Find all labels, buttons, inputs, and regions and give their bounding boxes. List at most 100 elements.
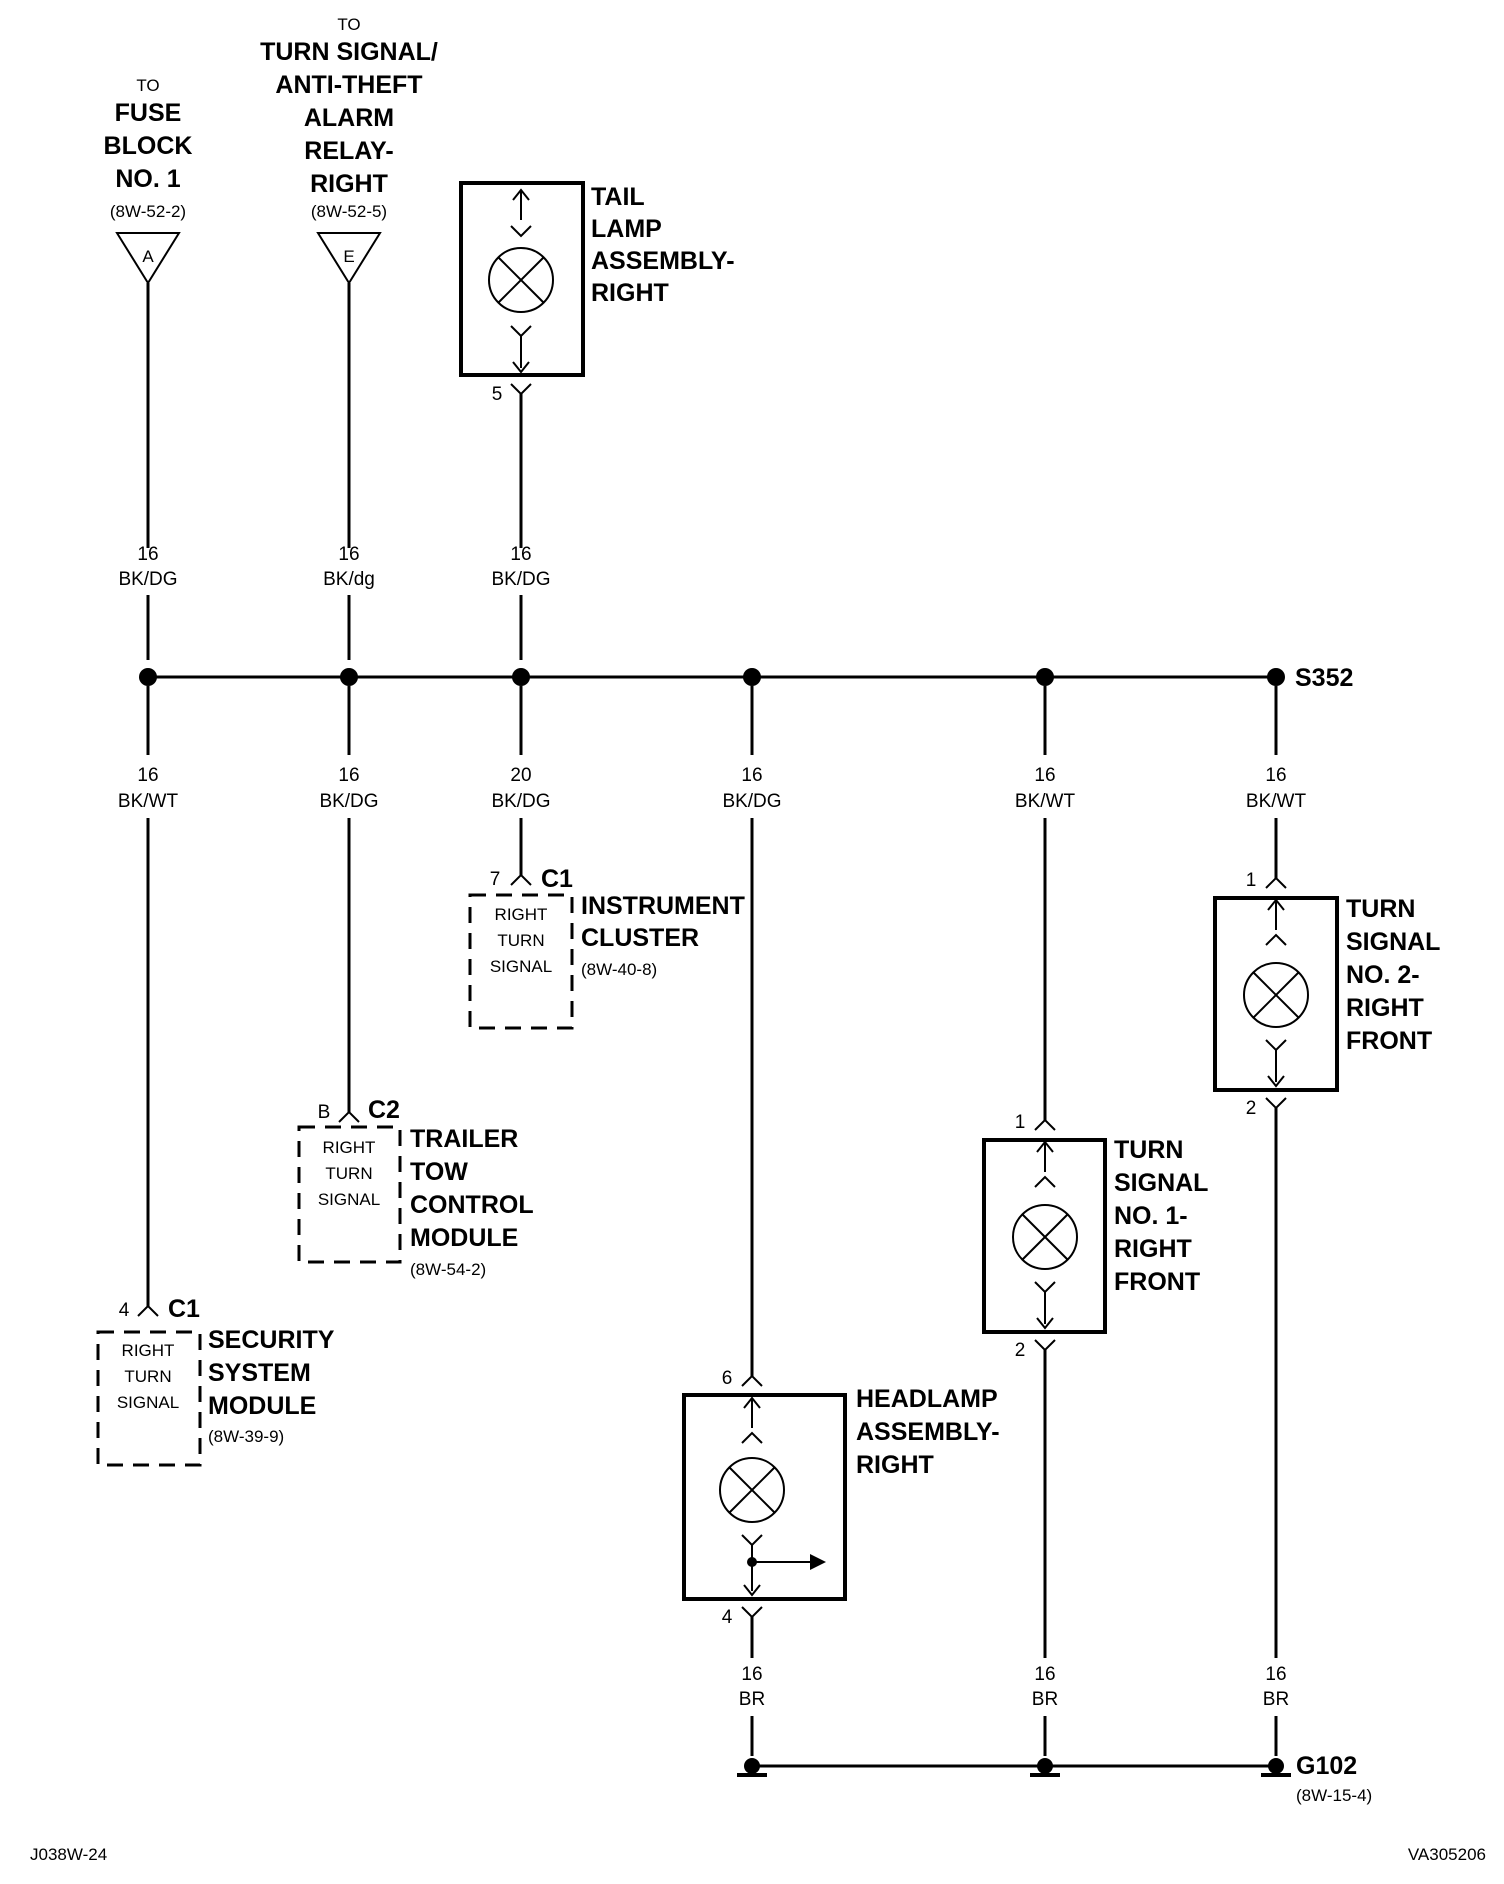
ground-node [1037,1758,1053,1774]
cluster-name-1: INSTRUMENT [581,892,745,920]
ground-wire-color-1: BR [739,1689,765,1710]
headlamp-switch-arrow [810,1554,826,1570]
trailer-ref: (8W-54-2) [410,1260,486,1279]
ts2-name-5: FRONT [1346,1027,1432,1055]
tail-lamp-pin: 5 [492,384,503,405]
ts1-arrow-low [1036,1317,1054,1330]
splice-s352: S352 [139,664,1353,692]
ts1-name-3: NO. 1- [1114,1202,1188,1230]
feed-a-to: TO [136,76,159,95]
feed-e-name-4: RELAY- [304,137,393,165]
feed-a-ref: (8W-52-2) [110,202,186,221]
ground-label: G102 [1296,1752,1357,1780]
turn-signal-1-assembly: 1 2 TURN SIGNAL NO. 1- RIGHT FRONT [982,1112,1208,1666]
ts1-name-1: TURN [1114,1136,1183,1164]
splice-node [512,668,530,686]
fuse-block-feed: TO FUSE BLOCK NO. 1 (8W-52-2) A [104,76,193,548]
bulb-x [497,256,545,304]
lower-wire-color-1: BK/WT [118,791,179,812]
ground-wire-gauge-3: 16 [1265,1664,1286,1685]
ts1-bulb-icon [1012,1204,1078,1270]
label-mask [1249,1658,1303,1714]
turn-signal-2-assembly: 1 2 TURN SIGNAL NO. 2- RIGHT FRONT [1213,870,1440,1666]
trailer-tow-control-module: B C2 RIGHT TURN SIGNAL TRAILER TOW CONTR… [297,1096,534,1279]
ts1-pin-bottom: 2 [1015,1340,1026,1361]
tail-lamp-name-4: RIGHT [591,279,669,307]
lower-wire-color-5: BK/WT [1015,791,1076,812]
tail-lamp-chevron-low [510,325,532,338]
headlamp-name-1: HEADLAMP [856,1385,998,1413]
ts2-pin-top-chevron [1265,876,1287,889]
ts2-pin-top: 1 [1246,870,1257,891]
headlamp-pin-bottom: 4 [722,1607,733,1628]
ts1-pin-bottom-chevron [1034,1339,1056,1352]
bulb-x [728,1466,776,1514]
trailer-name-2: TOW [410,1158,468,1186]
ts1-name-5: FRONT [1114,1268,1200,1296]
cluster-pin-chevron [510,873,532,886]
ts2-arrow-low [1267,1075,1285,1088]
lower-wire-color-6: BK/WT [1246,791,1307,812]
tail-lamp-name-1: TAIL [591,183,645,211]
cluster-connector: C1 [541,865,573,893]
instrument-cluster-module: 7 C1 RIGHT TURN SIGNAL INSTRUMENT CLUSTE… [468,865,745,1030]
splice-node [1036,668,1054,686]
splice-node [340,668,358,686]
headlamp-chevron-top [741,1431,763,1444]
upper-wire-color-2: BK/dg [323,569,375,590]
connector-a-triangle [115,232,181,285]
ground-wire-gauge-2: 16 [1034,1664,1055,1685]
label-mask [1018,1658,1072,1714]
ts2-pin-bottom-chevron [1265,1097,1287,1110]
feed-a-name-2: BLOCK [104,132,193,160]
cluster-ref: (8W-40-8) [581,960,657,979]
turn-signal-relay-feed: TO TURN SIGNAL/ ANTI-THEFT ALARM RELAY- … [260,15,438,548]
cluster-pin: 7 [490,869,501,890]
ts2-name-4: RIGHT [1346,994,1424,1022]
headlamp-bulb-icon [719,1457,785,1523]
ts2-name-3: NO. 2- [1346,961,1420,989]
upper-wire-color-3: BK/DG [491,569,550,590]
connector-e-triangle [316,232,382,285]
tail-lamp-box [459,181,585,377]
splice-node [743,668,761,686]
ts2-chevron-top [1265,933,1287,946]
ts2-chevron-low [1265,1039,1287,1052]
lower-wire-gauge-1: 16 [137,765,158,786]
splice-label: S352 [1295,664,1353,692]
lower-wire-color-3: BK/DG [491,791,550,812]
label-mask [725,1658,779,1714]
bulb-x [1252,971,1300,1019]
trailer-name-3: CONTROL [410,1191,534,1219]
headlamp-assembly: 6 4 HEADLAMP ASSEMBLY- RIGHT [682,1368,1000,1666]
security-connector: C1 [168,1295,200,1323]
security-dashed-box [96,1330,202,1467]
feed-e-name-5: RIGHT [310,170,388,198]
ground-wire-gauge-1: 16 [741,1664,762,1685]
feed-e-ref: (8W-52-5) [311,202,387,221]
trailer-inner-2: TURN [325,1164,372,1183]
trailer-name-4: MODULE [410,1224,518,1252]
ts1-pin-top-chevron [1034,1118,1056,1131]
ground-ref: (8W-15-4) [1296,1786,1372,1805]
ts2-name-1: TURN [1346,895,1415,923]
ground-wire-color-3: BR [1263,1689,1289,1710]
ts2-pin-bottom: 2 [1246,1098,1257,1119]
security-system-module: 4 C1 RIGHT TURN SIGNAL SECURITY SYSTEM M… [96,1295,335,1467]
ts1-name-4: RIGHT [1114,1235,1192,1263]
connector-e-label: E [343,247,354,266]
tail-lamp-bulb-icon [488,247,554,313]
ts1-name-2: SIGNAL [1114,1169,1208,1197]
ts1-box [982,1138,1107,1334]
ts2-box [1213,896,1339,1092]
tail-lamp-pin-chevron [510,383,532,396]
connector-a-label: A [142,247,154,266]
lower-wire-color-2: BK/DG [319,791,378,812]
security-pin: 4 [119,1300,130,1321]
ts1-chevron-top [1034,1175,1056,1188]
ts2-bulb-icon [1243,962,1309,1028]
ts2-name-2: SIGNAL [1346,928,1440,956]
feed-a-name-3: NO. 1 [115,165,180,193]
upper-wire-gauge-3: 16 [510,544,531,565]
